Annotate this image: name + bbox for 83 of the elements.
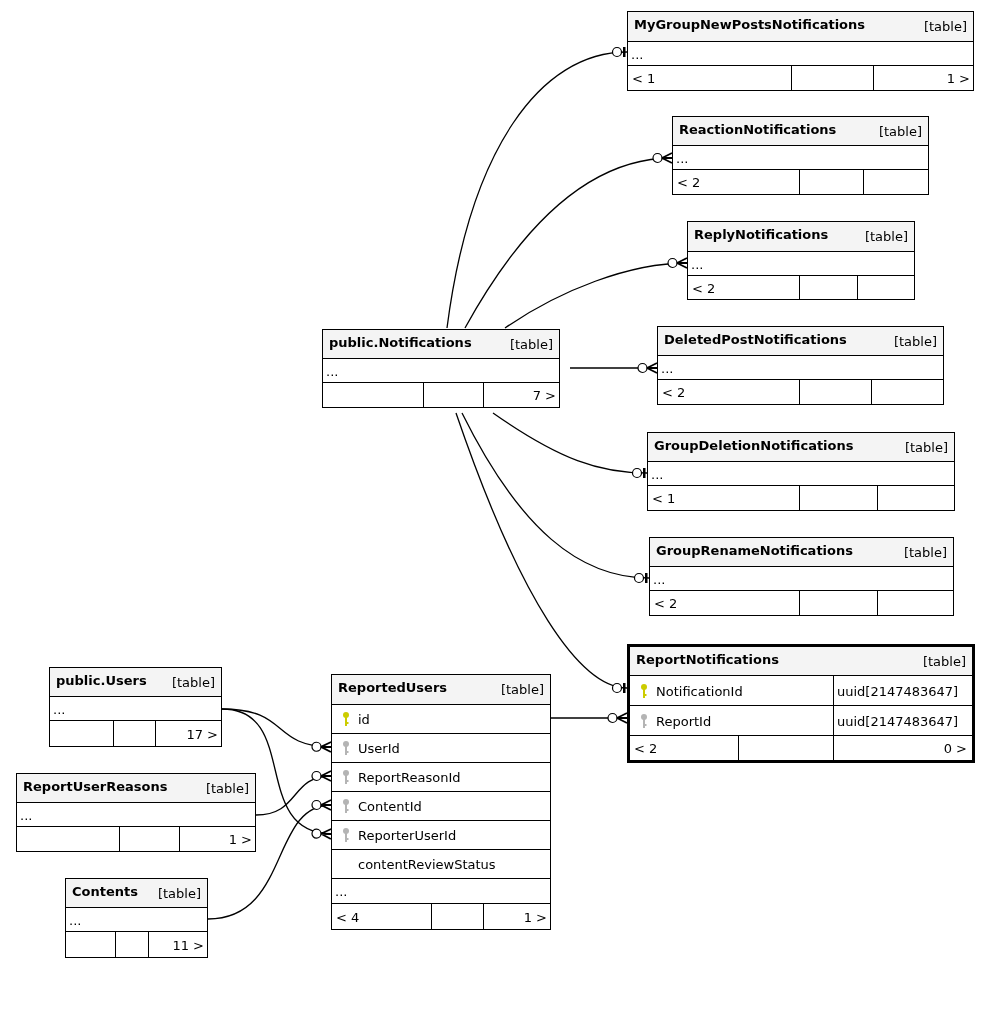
- table-name: ReportedUsers: [338, 680, 448, 695]
- relation-count: 1 >: [523, 909, 547, 924]
- column-name: ...: [661, 360, 674, 375]
- relationship-connector: [207, 799, 333, 920]
- relationship-connector: [455, 412, 628, 694]
- relationship-connector: [492, 412, 648, 479]
- table-box: [647, 432, 955, 511]
- column-name: ...: [691, 256, 704, 271]
- relation-count: 17 >: [186, 726, 218, 741]
- table-name: ReportNotifications: [636, 652, 779, 667]
- table-type: [table]: [500, 682, 544, 697]
- relation-count: < 2: [654, 595, 678, 611]
- table-type: [table]: [205, 781, 249, 796]
- table-name: MyGroupNewPostsNotifications: [634, 17, 866, 32]
- column-name: ...: [53, 701, 66, 716]
- column-name: ...: [326, 363, 339, 378]
- column-type: uuid[2147483647]: [837, 713, 959, 728]
- relation-count: 1 >: [946, 70, 970, 86]
- table-type: [table]: [904, 440, 948, 455]
- table-type: [table]: [878, 124, 922, 139]
- column-name: ...: [631, 46, 644, 61]
- table-name: ReplyNotifications: [694, 227, 829, 242]
- table-box: [16, 773, 256, 852]
- relation-count: < 1: [632, 70, 656, 86]
- table-box: [331, 674, 551, 930]
- table-type: [table]: [922, 654, 966, 669]
- column-name: ReportReasonId: [358, 769, 461, 785]
- column-name: ...: [20, 807, 33, 822]
- column-name: ...: [651, 466, 664, 481]
- relation-count: 7 >: [532, 387, 556, 403]
- table-box: [657, 326, 944, 405]
- relationship-connector: [221, 708, 333, 840]
- table-name: public.Users: [56, 673, 147, 688]
- table-name: GroupRenameNotifications: [656, 543, 853, 558]
- relation-count: < 2: [662, 384, 686, 400]
- relationship-connector: [504, 257, 689, 329]
- column-name: ReportId: [656, 713, 712, 728]
- table-type: [table]: [171, 675, 215, 690]
- relationship-connector: [255, 770, 333, 816]
- relation-count: 11 >: [172, 937, 204, 952]
- relationship-connector: [550, 712, 628, 724]
- relation-count: < 1: [652, 490, 676, 506]
- relation-count: < 2: [677, 174, 701, 190]
- table-type: [table]: [864, 229, 908, 244]
- table-type: [table]: [893, 334, 937, 349]
- relation-count: < 2: [634, 740, 658, 756]
- column-name: UserId: [358, 740, 400, 756]
- relationship-connector: [461, 412, 650, 584]
- column-name: NotificationId: [656, 683, 743, 698]
- table-box: [49, 667, 222, 747]
- table-name: Contents: [72, 884, 138, 899]
- relationship-connector: [569, 362, 658, 374]
- relation-count: 1 >: [228, 831, 252, 847]
- table-type: [table]: [157, 886, 201, 901]
- table-name: ReactionNotifications: [679, 122, 837, 137]
- column-name: ...: [676, 150, 689, 165]
- column-name: ...: [335, 883, 348, 899]
- relationship-connector: [464, 152, 674, 329]
- column-name: ReporterUserId: [358, 827, 457, 843]
- relation-count: 0 >: [943, 740, 967, 756]
- table-type: [table]: [903, 545, 947, 560]
- column-name: ...: [653, 571, 666, 586]
- column-name: ...: [69, 912, 82, 927]
- table-box: [687, 221, 915, 300]
- relation-count: < 4: [336, 909, 360, 924]
- table-name: public.Notifications: [329, 335, 472, 350]
- table-type: [table]: [509, 337, 553, 352]
- table-type: [table]: [923, 19, 967, 34]
- column-name: contentReviewStatus: [358, 856, 496, 872]
- table-box: [65, 878, 208, 958]
- table-name: DeletedPostNotifications: [664, 332, 847, 347]
- table-box: [322, 329, 560, 408]
- column-name: id: [358, 711, 370, 727]
- column-name: ContentId: [358, 798, 422, 814]
- relation-count: < 2: [692, 280, 716, 295]
- column-type: uuid[2147483647]: [837, 683, 959, 698]
- table-box: [672, 116, 929, 195]
- relationship-connector: [446, 46, 628, 329]
- table-box: [627, 644, 975, 763]
- table-box: [649, 537, 954, 616]
- table-name: GroupDeletionNotifications: [654, 438, 854, 453]
- table-name: ReportUserReasons: [23, 779, 168, 794]
- table-box: [627, 11, 974, 91]
